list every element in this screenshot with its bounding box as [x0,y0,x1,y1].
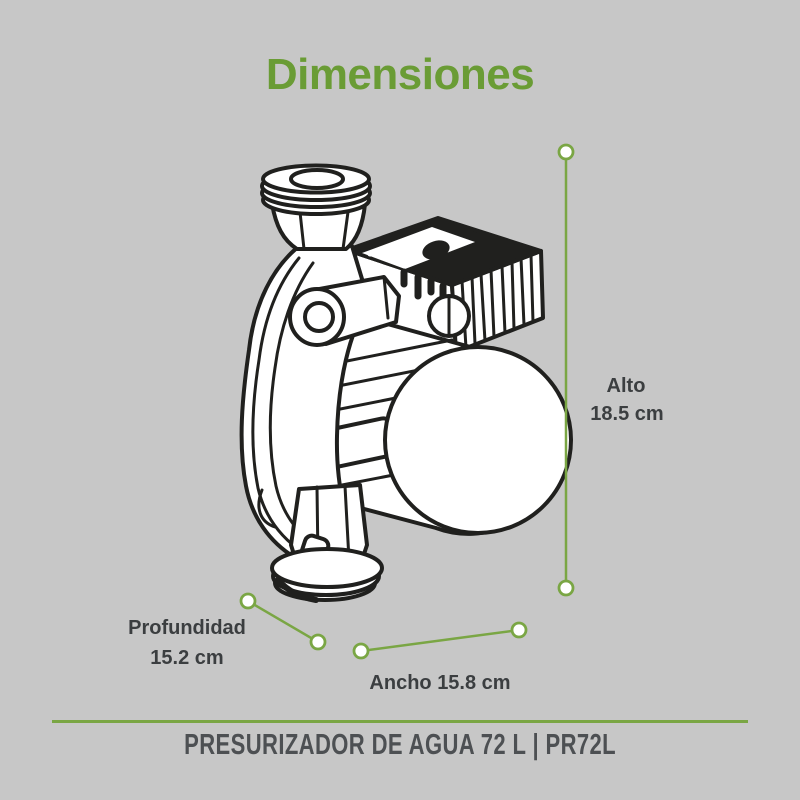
motor-face [383,345,573,535]
side-port [288,275,401,347]
motor-body [294,306,573,536]
cooling-fins [460,253,535,350]
width-dimension-line [352,621,528,660]
screw-plug [427,294,471,338]
product-name: PRESURIZADOR DE AGUA 72 L | PR72L [184,729,616,761]
page-title: Dimensiones [265,50,535,99]
depth-label: Profundidad [128,617,246,639]
height-value: 18.5 cm [590,403,664,425]
width-label: Ancho 15.8 cm [369,672,511,694]
footer: PRESURIZADOR DE AGUA 72 L | PR72L [0,729,800,762]
depth-value: 15.2 cm [150,647,224,669]
top-port-opening [289,168,345,190]
top-port [260,163,372,251]
depth-dimension-line [239,592,327,651]
footer-divider [52,720,748,723]
height-label: Alto [606,375,646,397]
height-dimension-line [557,143,575,597]
pump-housing [239,241,401,564]
bottom-port [270,483,384,603]
